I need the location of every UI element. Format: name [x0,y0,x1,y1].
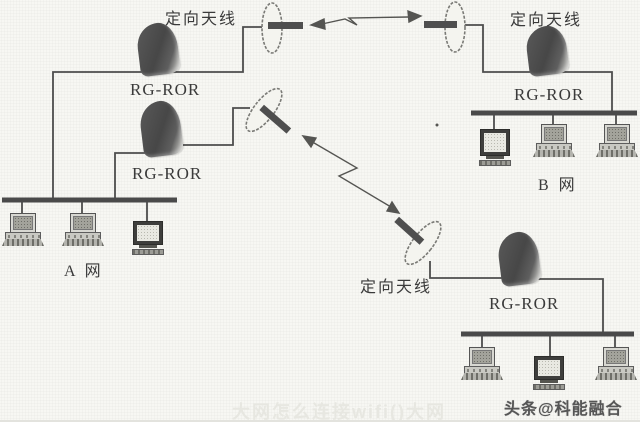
monitor-base [540,380,558,383]
screen [538,360,560,376]
label-network-a: A 网 [64,263,104,280]
wire-bottom-antenna-device4 [429,261,505,279]
screen [13,216,33,230]
stray-dot [435,123,439,127]
wireless-link-diagonal-icon [301,135,401,214]
computer-desktop-icon [2,213,44,246]
monitor-base [139,245,157,248]
computer-desktop-icon [596,124,638,157]
label-antenna-bottom: 定向天线 [360,279,433,296]
keyboard [479,160,511,166]
access-point-device-2 [137,98,185,159]
wire-device2-mid-antenna [180,107,250,146]
keyboard [533,384,565,390]
access-point-icon [495,229,543,288]
monitor [469,347,495,367]
antenna-dish-middle-icon [245,87,292,134]
screen [137,225,159,241]
access-point-device-3 [524,23,570,78]
access-point-icon [137,98,185,159]
system-unit [65,232,101,240]
system-unit [536,143,572,151]
screen [606,350,626,364]
monitor-base [486,156,504,159]
wire-antenna-device3-bbus [465,24,613,111]
screen [472,350,492,364]
keyboard [596,150,638,157]
computer-terminal-icon [478,129,512,166]
wireless-links [301,9,439,214]
brand-watermark: 头条@科能融合 [504,401,623,418]
wire-device4-cbus [538,278,604,332]
label-antenna-top-left: 定向天线 [165,11,238,28]
antenna-dishes [245,1,466,266]
access-point-device-1 [134,20,182,78]
keyboard [461,373,503,380]
keyboard [595,373,637,380]
keyboard [62,239,104,246]
system-unit [598,366,634,374]
computer-desktop-icon [533,124,575,157]
computer-desktop-icon [62,213,104,246]
wire-anet-device2 [114,152,150,200]
ethernet-bus-bars [2,110,637,337]
label-network-b: B 网 [538,177,578,194]
monitor [133,221,163,245]
computer-desktop-icon [461,347,503,380]
system-unit [599,143,635,151]
keyboard [132,249,164,255]
monitor [70,213,96,233]
antenna-dish-bottom-icon [394,216,442,266]
monitor [604,124,630,144]
wireless-link-top-icon [308,9,423,30]
computer-terminal-icon [532,356,566,390]
monitor [10,213,36,233]
monitor [534,356,564,380]
label-device-3: RG-ROR [514,85,585,104]
screen [73,216,93,230]
system-unit [5,232,41,240]
system-unit [464,366,500,374]
screen [544,127,564,141]
keyboard [533,150,575,157]
wire-anet-device1-antenna [52,26,263,200]
computer-terminal-icon [131,221,165,255]
label-device-4: RG-ROR [489,294,560,313]
label-antenna-top-right: 定向天线 [510,12,583,29]
monitor [480,129,510,156]
antenna-dish-top-left-icon [261,2,303,54]
screen [484,133,506,152]
access-point-icon [134,20,182,78]
access-point-icon [524,23,570,78]
label-device-2: RG-ROR [132,164,203,183]
antenna-dish-top-right-icon [424,1,466,53]
keyboard [2,239,44,246]
label-device-1: RG-ROR [130,80,201,99]
screen [607,127,627,141]
access-point-device-4 [495,229,543,288]
monitor [541,124,567,144]
faint-caption-watermark: 大网怎么连接wifi()大网 [232,402,446,422]
computer-desktop-icon [595,347,637,380]
monitor [603,347,629,367]
